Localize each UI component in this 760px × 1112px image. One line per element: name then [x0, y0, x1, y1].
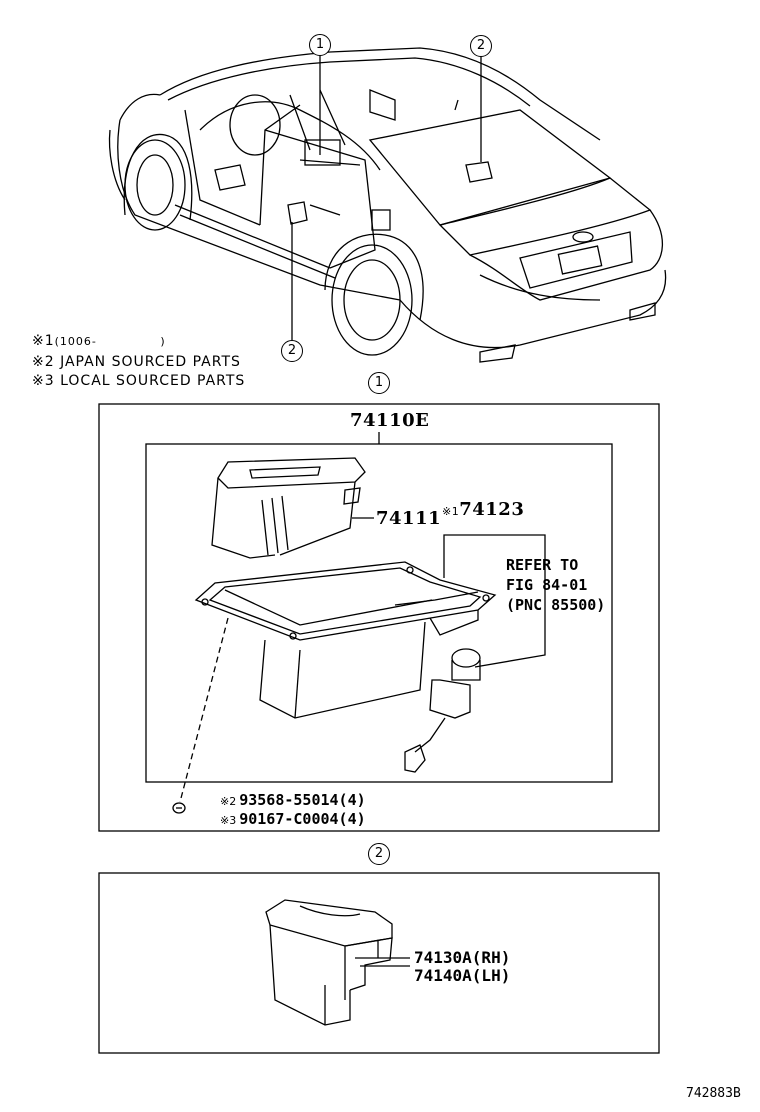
car-illustration	[108, 47, 667, 363]
note-1-text: (1006-	[54, 335, 97, 348]
note-2-text: JAPAN SOURCED PARTS	[60, 354, 241, 370]
screw-part-2-mark: ※3	[220, 814, 237, 827]
part-74111: 74111	[376, 508, 442, 529]
socket-drawing	[404, 648, 481, 773]
section2-frame	[98, 872, 660, 1054]
note-2: ※2 JAPAN SOURCED PARTS	[32, 354, 241, 370]
note-1-close: )	[160, 335, 166, 348]
part-74140A: 74140A(LH)	[414, 966, 511, 985]
note-3-text: LOCAL SOURCED PARTS	[60, 373, 246, 389]
part-74130A: 74130A(RH)	[414, 948, 511, 967]
note-3-mark: ※3	[32, 373, 55, 389]
part-74123-mark: ※1	[442, 505, 460, 518]
section1-callout: 1	[368, 372, 390, 394]
note-1-mark: ※1	[32, 333, 55, 349]
section1-frame	[98, 403, 660, 832]
screw-part-1-mark: ※2	[220, 795, 237, 808]
refer-line-3: (PNC 85500)	[506, 596, 606, 614]
note-2-mark: ※2	[32, 354, 55, 370]
note-3: ※3 LOCAL SOURCED PARTS	[32, 373, 245, 389]
refer-line-1: REFER TO	[506, 556, 579, 574]
note-1: ※1(1006- )	[32, 333, 166, 349]
console-lid-drawing	[211, 457, 366, 559]
part-74123-number: 74123	[459, 499, 525, 520]
part-74110E: 74110E	[350, 410, 430, 431]
callout-1: 1	[309, 34, 331, 56]
screw-drawing	[172, 802, 186, 814]
console-box-drawing	[194, 561, 497, 719]
callout-2-door: 2	[281, 340, 303, 362]
handle-drawing	[265, 899, 393, 1026]
figure-id: 742883B	[686, 1086, 741, 1101]
screw-part-1-number: 93568-55014(4)	[239, 791, 366, 809]
refer-line-2: FIG 84-01	[506, 576, 588, 594]
callout-2-roof: 2	[470, 35, 492, 57]
part-74123: ※174123	[442, 499, 524, 520]
screw-part-2-number: 90167-C0004(4)	[239, 810, 366, 828]
section2-callout: 2	[368, 843, 390, 865]
